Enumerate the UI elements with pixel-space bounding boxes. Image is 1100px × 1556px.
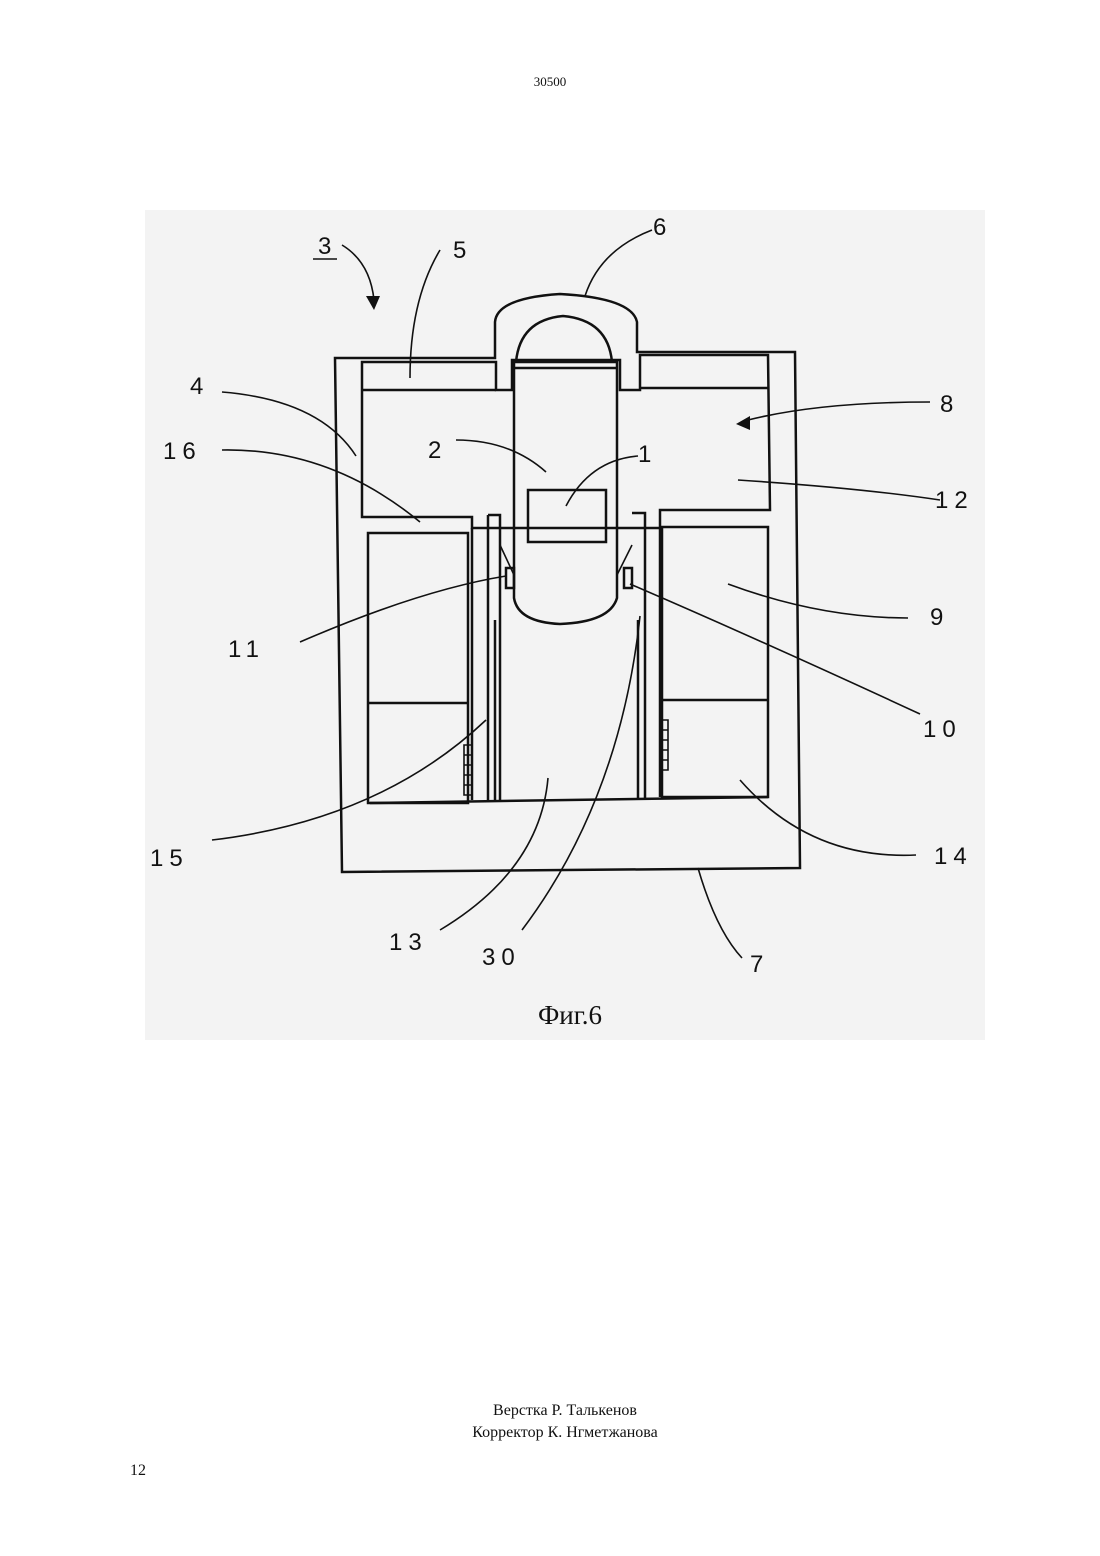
label-15: 15 [150,845,189,872]
credits-block: Верстка Р. Талькенов Корректор К. Нгметж… [0,1400,1100,1444]
left-clip [506,568,514,588]
label-4: 4 [190,373,209,400]
label-13: 13 [389,929,428,956]
label-10: 10 [923,716,962,743]
right-block [662,527,768,797]
patent-figure-drawing: 3 5 6 4 8 16 2 1 12 9 11 10 15 14 13 30 … [145,210,985,1040]
label-7: 7 [750,951,769,978]
central-piston [514,362,617,624]
document-number: 30500 [0,74,1100,90]
shaft [495,620,638,800]
inner-cap [516,316,612,362]
upper-chamber [362,355,770,528]
label-8: 8 [940,391,959,418]
label-30: 30 [482,944,521,971]
right-rail [632,513,660,800]
figure-caption: Фиг.6 [0,1000,1100,1031]
page-number: 12 [130,1462,146,1480]
label-5: 5 [453,237,472,264]
label-11: 11 [228,636,265,663]
label-1: 1 [638,441,657,468]
label-14: 14 [934,843,973,870]
layout-credit: Верстка Р. Талькенов [0,1400,1100,1422]
label-9: 9 [930,604,949,631]
left-block [368,533,468,803]
label-16: 16 [163,438,202,465]
label-3: 3 [318,233,337,260]
proof-credit: Корректор К. Нгметжанова [0,1422,1100,1444]
element-1 [528,490,606,542]
label-2: 2 [428,437,447,464]
label-6: 6 [653,214,672,241]
label-12: 12 [935,487,974,514]
outer-housing [335,294,800,872]
